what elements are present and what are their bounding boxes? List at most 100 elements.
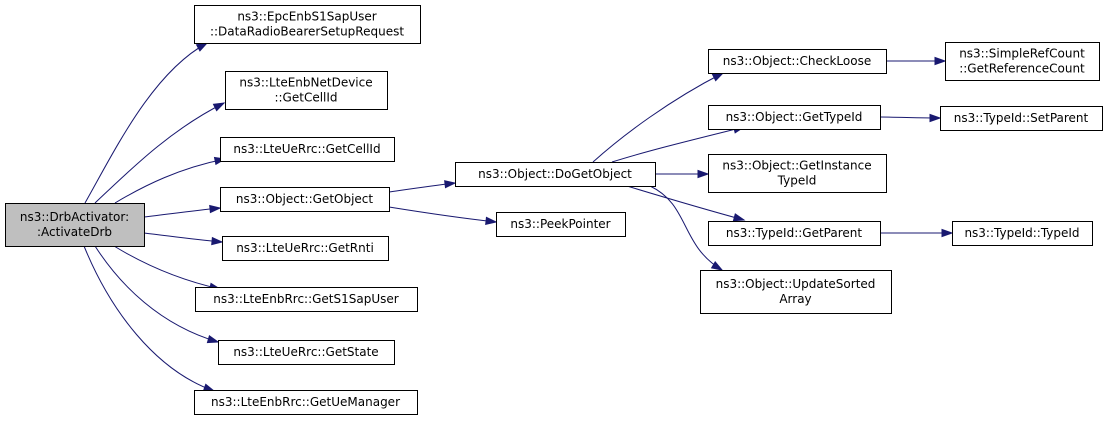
node-ltenb[interactable]: ns3::LteEnbNetDevice::GetCellId [225, 71, 388, 110]
edge-line [83, 245, 215, 392]
edge-doGet-to-upd [649, 185, 724, 271]
node-gtid[interactable]: ns3::Object::GetTypeId [708, 105, 881, 130]
arrowhead-icon [710, 261, 724, 271]
node-epc[interactable]: ns3::EpcEnbS1SapUser::DataRadioBearerSet… [194, 5, 421, 44]
nodes-layer: ns3::DrbActivator::ActivateDrb ns3::EpcEn… [5, 5, 1103, 415]
arrowhead-icon [444, 180, 457, 189]
node-box [708, 49, 887, 74]
node-box [222, 236, 389, 261]
node-label: ns3::Object::GetObject [236, 192, 374, 206]
node-label: ns3::Object::GetTypeId [726, 110, 863, 124]
node-box [708, 154, 887, 193]
arrowhead-icon [212, 102, 226, 112]
node-label: ns3::TypeId::SetParent [954, 111, 1089, 125]
node-label: ns3::Object::CheckLoose [723, 54, 871, 68]
node-label: ns3::Object::UpdateSorted [716, 277, 876, 291]
node-label: ns3::PeekPointer [510, 217, 610, 231]
edge-line [143, 232, 223, 243]
node-getObj[interactable]: ns3::Object::GetObject [220, 187, 390, 212]
edge-check-to-refc [886, 56, 947, 66]
arrowhead-icon [209, 204, 222, 214]
edge-getpar-to-typeid [880, 228, 954, 238]
node-label: ns3::EpcEnbS1SapUser [237, 10, 376, 24]
node-typeid[interactable]: ns3::TypeId::TypeId [952, 221, 1093, 246]
node-label: ns3::Object::GetInstance [722, 159, 871, 173]
node-getpar[interactable]: ns3::TypeId::GetParent [708, 221, 881, 246]
node-label: :ActivateDrb [37, 225, 112, 239]
edge-root-to-getObj [143, 204, 222, 218]
node-label: ::GetCellId [274, 91, 337, 105]
edge-line [114, 158, 226, 204]
edge-line [94, 102, 225, 204]
node-root[interactable]: ns3::DrbActivator::ActivateDrb [5, 203, 145, 247]
arrowhead-icon [941, 228, 954, 238]
edge-doGet-to-getpar [626, 185, 746, 222]
edge-root-to-state [94, 245, 220, 344]
node-label: ns3::LteEnbRrc::GetS1SapUser [213, 292, 398, 306]
node-rnti[interactable]: ns3::LteUeRrc::GetRnti [222, 236, 389, 261]
node-label: ns3::LteUeRrc::GetCellId [233, 142, 380, 156]
node-label: ::GetReferenceCount [959, 62, 1085, 76]
arrowhead-icon [732, 213, 746, 222]
edge-root-to-ueCell [114, 156, 227, 204]
edge-line [143, 207, 221, 218]
node-peek[interactable]: ns3::PeekPointer [496, 212, 626, 237]
arrowhead-icon [929, 113, 942, 123]
node-box [195, 287, 418, 312]
node-label: TypeId [777, 174, 817, 188]
node-box [220, 187, 390, 212]
edge-line [94, 245, 219, 343]
node-s1sap[interactable]: ns3::LteEnbRrc::GetS1SapUser [195, 287, 418, 312]
node-ueman[interactable]: ns3::LteEnbRrc::GetUeManager [194, 390, 418, 415]
node-label: ns3::DrbActivator: [20, 210, 129, 224]
node-box [455, 162, 656, 187]
edge-root-to-s1sap [113, 245, 222, 291]
node-ueCell[interactable]: ns3::LteUeRrc::GetCellId [220, 137, 395, 162]
node-label: ns3::Object::DoGetObject [478, 167, 632, 181]
node-setpar[interactable]: ns3::TypeId::SetParent [940, 106, 1103, 131]
node-box [225, 71, 388, 110]
node-doGet[interactable]: ns3::Object::DoGetObject [455, 162, 656, 187]
edge-line [649, 185, 723, 271]
edge-line [611, 126, 745, 163]
arrowhead-icon [206, 335, 220, 344]
arrowhead-icon [485, 216, 498, 226]
edge-getObj-to-doGet [388, 180, 457, 193]
edge-root-to-ueman [83, 245, 216, 392]
node-box [220, 137, 395, 162]
node-box [940, 106, 1103, 131]
arrowhead-icon [711, 72, 725, 82]
node-box [5, 203, 145, 247]
node-label: ::DataRadioBearerSetupRequest [210, 25, 404, 39]
node-check[interactable]: ns3::Object::CheckLoose [708, 49, 887, 74]
arrowhead-icon [697, 169, 710, 179]
edge-root-to-rnti [143, 232, 224, 246]
edge-line [388, 206, 497, 223]
arrowhead-icon [195, 42, 209, 52]
node-state[interactable]: ns3::LteUeRrc::GetState [218, 340, 395, 365]
node-label: ns3::LteUeRrc::GetState [233, 345, 378, 359]
node-box [708, 105, 881, 130]
node-label: ns3::TypeId::TypeId [964, 226, 1079, 240]
edge-line [592, 72, 724, 163]
edge-line [113, 245, 221, 290]
node-box [708, 221, 881, 246]
node-box [194, 390, 418, 415]
edge-line [84, 42, 208, 204]
node-label: Array [779, 292, 811, 306]
node-refc[interactable]: ns3::SimpleRefCount::GetReferenceCount [945, 42, 1100, 81]
node-label: ns3::TypeId::GetParent [726, 226, 862, 240]
node-box [700, 270, 892, 314]
edge-line [626, 185, 745, 221]
node-label: ns3::LteEnbNetDevice [239, 76, 372, 90]
edge-gtid-to-setpar [879, 113, 942, 123]
edge-doGet-to-inst [655, 169, 710, 179]
edge-getObj-to-peek [388, 206, 498, 226]
node-box [218, 340, 395, 365]
node-label: ns3::LteEnbRrc::GetUeManager [211, 395, 400, 409]
node-label: ns3::SimpleRefCount [959, 47, 1085, 61]
node-box [496, 212, 626, 237]
